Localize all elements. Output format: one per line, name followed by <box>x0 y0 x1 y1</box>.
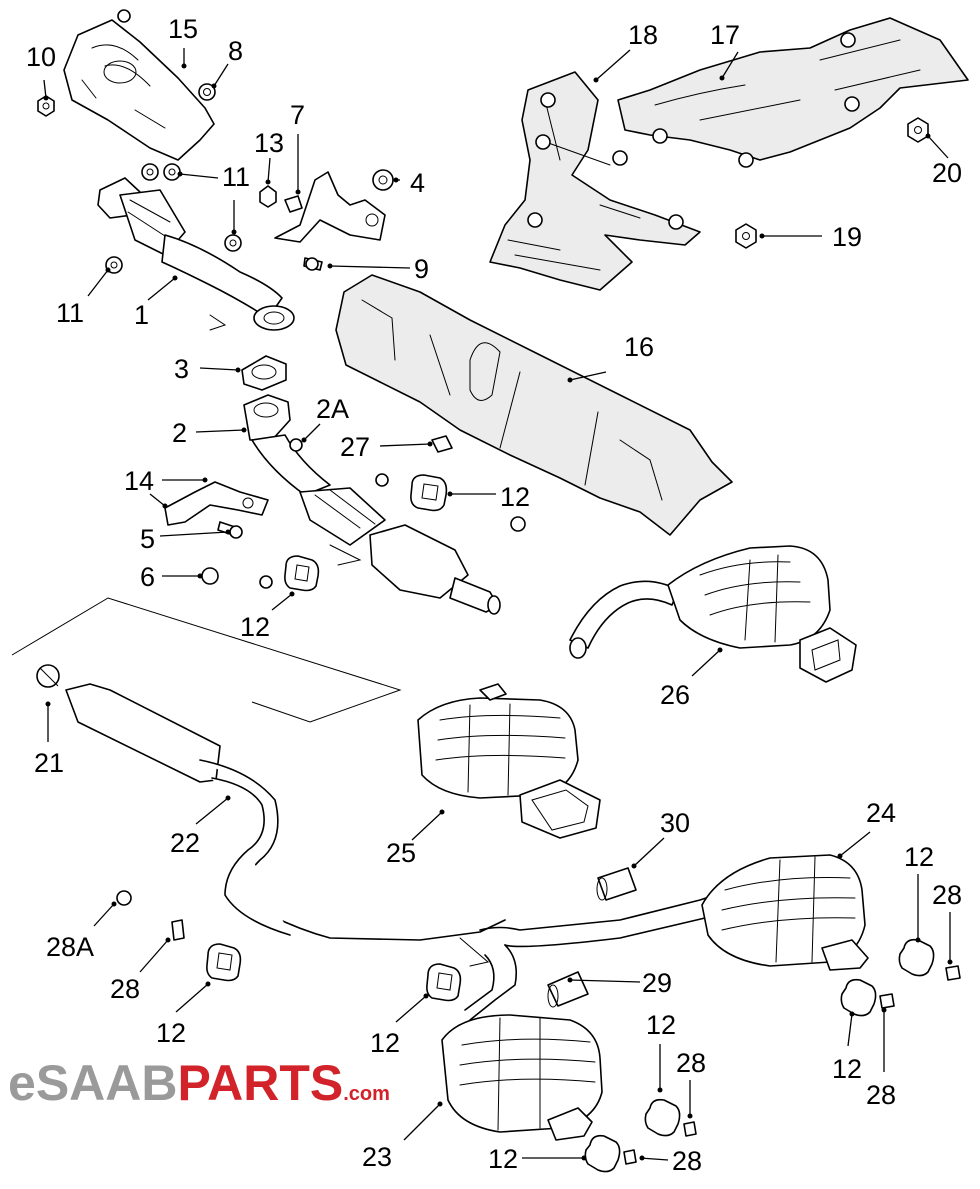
callout-18: 18 <box>628 20 658 50</box>
callout-12-right-lower: 12 <box>832 1054 862 1084</box>
clip-part-28-left <box>171 919 185 941</box>
callout-28-bottom: 28 <box>672 1146 702 1176</box>
callout-28-right-lower: 28 <box>866 1080 896 1110</box>
callout-15: 15 <box>168 14 198 44</box>
leader-lines <box>43 48 953 1161</box>
callout-4: 4 <box>410 168 425 198</box>
nut-part-11-middle <box>224 234 242 252</box>
rear-muffler-part-26 <box>569 545 857 683</box>
center-pipe-part-22 <box>65 683 716 1021</box>
bolt-part-13 <box>259 185 277 208</box>
callout-12-upper-left: 12 <box>240 612 270 642</box>
callout-21: 21 <box>34 748 64 778</box>
esaabparts-logo: eSAABPARTS.com <box>8 1055 390 1111</box>
front-pipe-part-1 <box>97 177 295 331</box>
callout-16: 16 <box>624 332 654 362</box>
callout-9: 9 <box>414 254 429 284</box>
callout-13: 13 <box>254 128 284 158</box>
callout-2a: 2A <box>316 394 349 424</box>
sleeve-part-30 <box>596 867 637 901</box>
nut-part-2a <box>289 438 303 452</box>
intermediate-pipe-part-2 <box>243 394 501 615</box>
logo-e: e <box>8 1055 36 1111</box>
nut-part-6 <box>201 567 219 585</box>
callout-8: 8 <box>228 36 243 66</box>
callout-5: 5 <box>140 524 155 554</box>
callout-labels: 10 15 8 11 13 7 4 11 1 9 3 2 2A 27 14 5 … <box>26 14 962 1176</box>
callout-10: 10 <box>26 42 56 72</box>
callout-1: 1 <box>134 300 149 330</box>
callout-17: 17 <box>710 20 740 50</box>
bracket-part-14 <box>164 481 269 526</box>
callout-29: 29 <box>642 968 672 998</box>
sleeve-part-29 <box>547 971 589 1008</box>
rubber-hanger-part-12-h <box>898 938 935 977</box>
callout-11-upper: 11 <box>222 162 250 192</box>
callout-27: 27 <box>340 432 370 462</box>
callout-6: 6 <box>140 562 155 592</box>
nut-part-11-upper <box>141 163 181 181</box>
callout-28a: 28A <box>46 932 94 962</box>
heat-shield-part-18 <box>489 71 701 291</box>
clamp-part-21 <box>36 664 60 688</box>
callout-19: 19 <box>832 222 862 252</box>
logo-saab: SAAB <box>36 1055 178 1111</box>
callout-12-bottom: 12 <box>488 1144 518 1174</box>
callout-28-right-top: 28 <box>932 880 962 910</box>
callout-11-lower: 11 <box>56 298 84 328</box>
callout-20: 20 <box>932 158 962 188</box>
clip-part-28-lower <box>623 1121 697 1165</box>
callout-12-left-lower: 12 <box>156 1018 186 1048</box>
bolt-part-9 <box>303 257 323 271</box>
bolt-part-5 <box>217 521 243 539</box>
callout-12-upper-right: 12 <box>500 482 530 512</box>
callout-30: 30 <box>660 808 690 838</box>
nut-part-4 <box>372 169 394 191</box>
callout-28-left: 28 <box>110 974 140 1004</box>
callout-12-right-top: 12 <box>904 842 934 872</box>
callout-7: 7 <box>290 100 305 130</box>
callout-12-center-lower: 12 <box>370 1028 400 1058</box>
rubber-hanger-part-12-g <box>840 978 877 1017</box>
callout-2: 2 <box>172 418 187 448</box>
callout-14: 14 <box>124 466 154 496</box>
callout-24: 24 <box>866 798 896 828</box>
nut-part-19 <box>735 223 757 249</box>
svg-text:eSAABPARTS.com: eSAABPARTS.com <box>8 1055 390 1111</box>
heat-shield-part-15 <box>63 9 215 161</box>
rubber-hanger-part-12-e <box>644 1098 681 1137</box>
rubber-hanger-part-12-c <box>206 943 242 982</box>
bracket-part-7 <box>274 171 386 243</box>
heat-shield-part-16 <box>335 274 733 536</box>
rubber-hanger-part-12-d <box>426 963 462 1002</box>
callout-12-lower-mid: 12 <box>646 1010 676 1040</box>
callout-23: 23 <box>362 1142 392 1172</box>
rear-muffler-part-25 <box>417 683 601 839</box>
callout-26: 26 <box>660 680 690 710</box>
callout-25: 25 <box>386 838 416 868</box>
clip-part-28a <box>116 890 132 906</box>
callout-3: 3 <box>174 354 189 384</box>
callout-22: 22 <box>170 828 200 858</box>
rubber-hanger-part-12-f <box>584 1134 621 1173</box>
logo-parts: PARTS <box>178 1055 344 1111</box>
heat-shield-part-17 <box>617 17 969 168</box>
nut-part-12-area <box>259 473 526 589</box>
clip-part-27 <box>431 435 453 453</box>
logo-tld: .com <box>343 1083 390 1105</box>
nut-part-20 <box>907 117 929 143</box>
rubber-hanger-part-12-a <box>410 474 448 512</box>
rubber-hanger-part-12-b <box>284 555 320 592</box>
nut-part-8 <box>198 83 216 101</box>
clip-part-28-right <box>879 965 961 1009</box>
gasket-part-3 <box>241 355 287 391</box>
rear-muffler-part-24 <box>701 854 869 971</box>
grouping-outline <box>11 597 402 723</box>
callout-28-lower-mid: 28 <box>676 1048 706 1078</box>
rear-muffler-part-23 <box>441 1014 603 1141</box>
